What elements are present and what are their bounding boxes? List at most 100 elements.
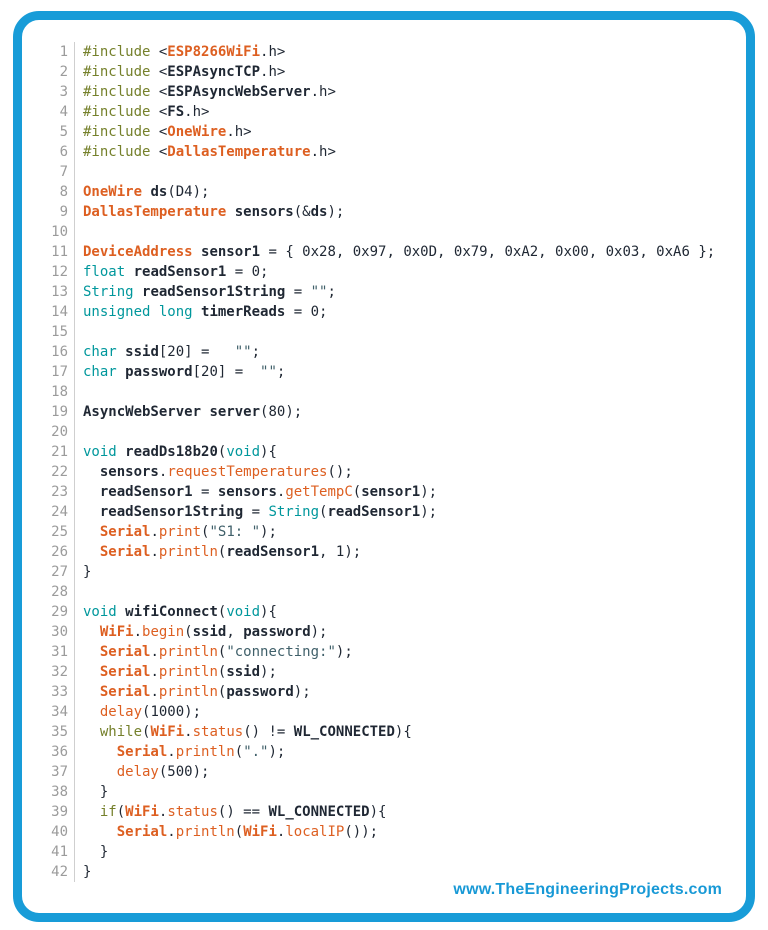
code-text	[75, 582, 83, 602]
code-token-pl	[83, 824, 117, 840]
code-token-cls: DallasTemperature	[83, 204, 227, 220]
code-token-type: char	[83, 344, 117, 360]
code-text: #include <OneWire.h>	[75, 122, 252, 142]
code-token-id: readSensor1	[327, 504, 421, 520]
code-token-pl: .h>	[184, 104, 210, 120]
line-number: 19	[26, 402, 75, 422]
code-token-id: readSensor1	[133, 264, 227, 280]
code-token-fn: begin	[142, 624, 185, 640]
code-token-pl: (	[217, 544, 227, 560]
code-text: Serial.print("S1: ");	[75, 522, 277, 542]
code-text: readSensor1 = sensors.getTempC(sensor1);	[75, 482, 437, 502]
code-token-type: float	[83, 264, 126, 280]
code-token-pl: .	[167, 744, 176, 760]
code-token-pl: }	[83, 564, 92, 580]
line-number: 16	[26, 342, 75, 362]
code-token-pl	[193, 304, 201, 320]
code-token-str: ""	[260, 364, 277, 380]
code-token-pre: #include	[83, 64, 151, 80]
code-token-cls: DeviceAddress	[83, 244, 193, 260]
code-token-type: void	[226, 604, 261, 620]
code-text: float readSensor1 = 0;	[75, 262, 268, 282]
line-number: 32	[26, 662, 75, 682]
code-token-pl: , 1);	[319, 544, 362, 560]
code-token-pl	[134, 284, 142, 300]
code-line: 39 if(WiFi.status() == WL_CONNECTED){	[26, 802, 742, 822]
line-number: 29	[26, 602, 75, 622]
code-token-cls: WiFi	[243, 824, 277, 840]
code-token-pl: (1000);	[142, 704, 202, 720]
code-token-pl: ,	[226, 624, 244, 640]
code-token-pl: (500);	[158, 764, 210, 780]
code-text: Serial.println(".");	[75, 742, 286, 762]
code-token-pl: = 0;	[285, 304, 328, 320]
code-token-pl: (	[142, 724, 151, 740]
code-token-pre: #include	[83, 84, 151, 100]
code-token-pl	[83, 544, 100, 560]
code-token-id: readDs18b20	[125, 444, 218, 460]
line-number: 23	[26, 482, 75, 502]
code-line: 23 readSensor1 = sensors.getTempC(sensor…	[26, 482, 742, 502]
code-token-pl: (	[352, 484, 362, 500]
code-text	[75, 162, 83, 182]
code-token-pl: (	[116, 804, 126, 820]
code-token-type: unsigned long	[83, 304, 193, 320]
code-token-id: password	[125, 364, 193, 380]
code-token-pl: );	[420, 484, 438, 500]
code-token-pl: .h>	[260, 64, 286, 80]
code-token-pl: );	[293, 684, 311, 700]
code-line: 1#include <ESP8266WiFi.h>	[26, 42, 742, 62]
watermark-url: www.TheEngineeringProjects.com	[453, 881, 722, 898]
code-text: Serial.println(readSensor1, 1);	[75, 542, 361, 562]
code-token-pl: <	[150, 104, 168, 120]
line-number: 22	[26, 462, 75, 482]
code-token-type: char	[83, 364, 117, 380]
line-number: 9	[26, 202, 75, 222]
code-line: 6#include <DallasTemperature.h>	[26, 142, 742, 162]
code-token-pl: =	[285, 284, 311, 300]
code-token-pl	[83, 764, 117, 780]
code-token-str: "S1: "	[209, 524, 261, 540]
code-token-pl: (	[184, 624, 193, 640]
code-line: 34 delay(1000);	[26, 702, 742, 722]
code-token-type: void	[83, 444, 117, 460]
code-line: 40 Serial.println(WiFi.localIP());	[26, 822, 742, 842]
code-token-pl: () ==	[217, 804, 269, 820]
code-token-pl: .	[150, 644, 159, 660]
line-number: 35	[26, 722, 75, 742]
code-token-cls: ESP8266WiFi	[167, 44, 261, 60]
code-token-id: FS	[167, 104, 185, 120]
line-number: 28	[26, 582, 75, 602]
code-token-pl: .	[158, 804, 168, 820]
code-text	[75, 382, 83, 402]
code-token-pl	[83, 504, 100, 520]
code-token-id: timerReads	[201, 304, 286, 320]
code-line: 14 unsigned long timerReads = 0;	[26, 302, 742, 322]
code-token-pl: .	[150, 664, 159, 680]
code-token-type: void	[83, 604, 117, 620]
code-text: char password[20] = "";	[75, 362, 285, 382]
line-number: 14	[26, 302, 75, 322]
code-token-pl: (&	[293, 204, 311, 220]
code-token-pl: (	[319, 504, 328, 520]
code-token-pl: ;	[251, 344, 261, 360]
code-token-id: sensors	[99, 464, 159, 480]
code-token-pl	[117, 444, 125, 460]
line-number: 40	[26, 822, 75, 842]
code-token-pl: .	[158, 464, 168, 480]
code-token-pl: [20] =	[192, 364, 261, 380]
code-token-fn: status	[192, 724, 244, 740]
code-text: readSensor1String = String(readSensor1);	[75, 502, 437, 522]
code-token-pl	[83, 524, 100, 540]
code-text: }	[75, 562, 91, 582]
code-token-pl: ());	[344, 824, 379, 840]
code-token-cls: OneWire	[83, 184, 143, 200]
code-token-fn: status	[167, 804, 218, 820]
code-token-pl: [20] =	[158, 344, 235, 360]
line-number: 5	[26, 122, 75, 142]
code-text: Serial.println(ssid);	[75, 662, 277, 682]
code-token-id: server	[209, 404, 261, 420]
